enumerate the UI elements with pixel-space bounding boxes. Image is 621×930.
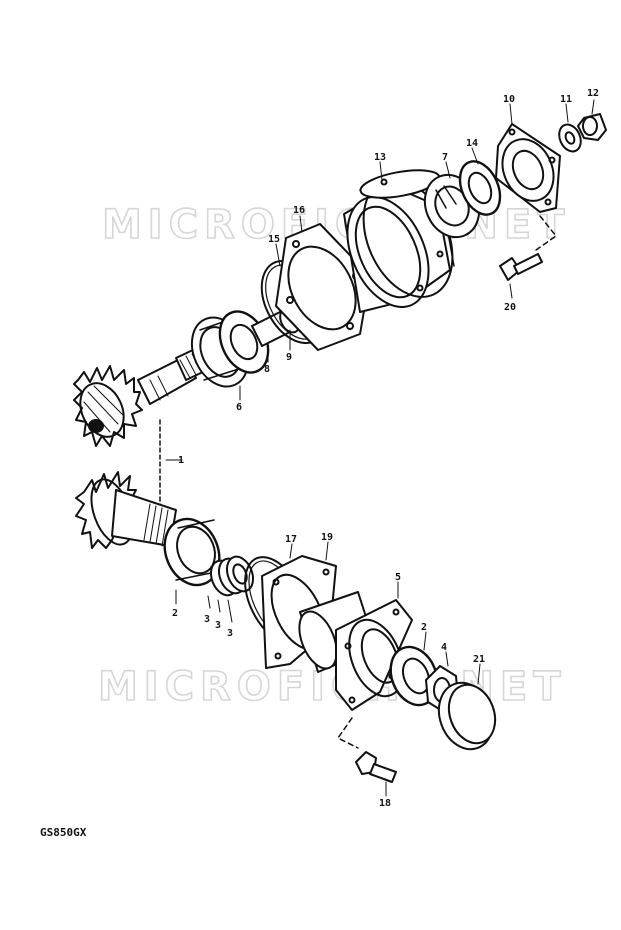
case-13-drawing: [343, 169, 455, 313]
callout-3c: 3: [227, 628, 233, 639]
callout-12: 12: [587, 88, 599, 99]
washer-11-drawing: [558, 123, 582, 153]
pinion-gear-drawing: [73, 365, 143, 447]
shims-3-drawing: [209, 555, 255, 597]
cap-21-drawing: [437, 681, 497, 751]
callout-17: 17: [285, 534, 297, 545]
callout-18: 18: [379, 798, 391, 809]
callout-9: 9: [286, 352, 292, 363]
callout-15: 15: [268, 234, 280, 245]
callout-16: 16: [293, 205, 305, 216]
callout-4: 4: [441, 642, 447, 653]
callout-13: 13: [374, 152, 386, 163]
callout-1: 1: [178, 455, 184, 466]
bearing-6-drawing: [190, 310, 270, 388]
housing-5-drawing: [298, 591, 413, 711]
callout-19: 19: [321, 532, 333, 543]
callout-11: 11: [560, 94, 572, 105]
oil-seal-14-drawing: [458, 160, 502, 216]
callout-10: 10: [503, 94, 515, 105]
callout-2b: 2: [421, 622, 427, 633]
callouts: 1 2 2 3 3 3 4 5 6 7 8 9 10 11 12 13 14 1…: [172, 88, 599, 809]
callout-5: 5: [395, 572, 401, 583]
watermark-lower: MICROFICHE.NET: [98, 664, 567, 710]
callout-21: 21: [473, 654, 485, 665]
model-code-label: GS850GX: [40, 826, 87, 839]
callout-3b: 3: [215, 620, 221, 631]
bolt-20-drawing: [499, 253, 543, 281]
cover-10-drawing: [495, 123, 561, 213]
callout-3a: 3: [204, 614, 210, 625]
bearing-2b-drawing: [389, 645, 439, 707]
callout-8: 8: [264, 364, 270, 375]
callout-6: 6: [236, 402, 242, 413]
callout-14: 14: [466, 138, 478, 149]
bolt-18-drawing: [355, 751, 397, 783]
callout-20: 20: [504, 302, 516, 313]
cap-nut-12-drawing: [577, 113, 607, 141]
bearing-2-drawing: [163, 517, 221, 587]
callout-2: 2: [172, 608, 178, 619]
callout-7: 7: [442, 152, 448, 163]
